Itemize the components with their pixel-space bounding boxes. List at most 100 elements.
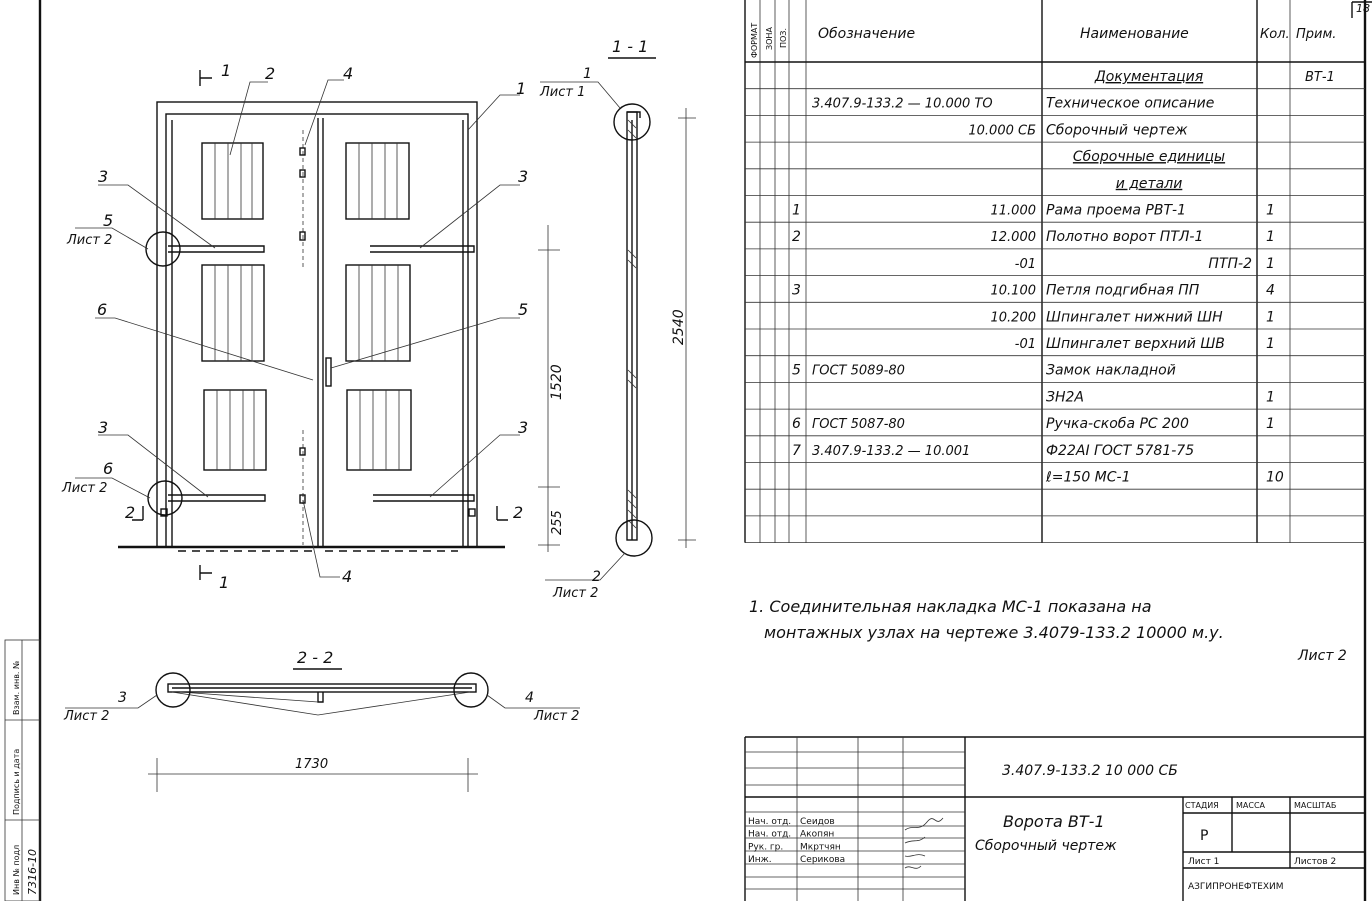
- signature-role: Рук. гр.: [748, 842, 783, 852]
- cell-name: ЗН2А: [1046, 389, 1084, 405]
- margin-stamp: Взам. инв. № Подпись и дата Инв № подл 7…: [4, 639, 41, 901]
- signature-row: Рук. гр. Мкртчян: [748, 842, 841, 852]
- callout-5-right: 5: [518, 300, 528, 319]
- callout-3-upper-left: 3: [98, 167, 108, 186]
- section-mark-1-top: 1: [221, 61, 231, 80]
- cell-qty: 1: [1266, 229, 1275, 245]
- sheet-corner-number: 18: [1356, 2, 1370, 15]
- scale-label: МАСШТАБ: [1294, 801, 1336, 810]
- cell-qty: 1: [1266, 256, 1275, 272]
- doc-number: 3.407.9-133.2 10 000 СБ: [1002, 763, 1178, 779]
- title-line-1: Ворота ВТ-1: [1003, 812, 1105, 831]
- section-2-2-right-callout: 4: [525, 690, 534, 706]
- signature-row: Нач. отд. Акопян: [748, 830, 834, 840]
- dim-2540: 2540: [671, 309, 687, 345]
- callout-4-bottom: 4: [342, 567, 352, 586]
- cell-qty: 4: [1266, 283, 1275, 299]
- stage-label: СТАДИЯ: [1185, 801, 1219, 810]
- table-row: 3 10.100 Петля подгибная ПП 4: [792, 283, 1275, 299]
- cell-designation: 3.407.9-133.2 — 10.000 ТО: [812, 97, 993, 112]
- stamp-vzam-inv: Взам. инв. №: [12, 660, 21, 715]
- section-2-2-left-ref: Лист 2: [63, 709, 109, 724]
- cell-designation: 10.100: [991, 284, 1037, 299]
- table-row: 7 3.407.9-133.2 — 10.001 Ф22АI ГОСТ 5781-7…: [792, 443, 1194, 459]
- dim-1730: 1730: [295, 757, 328, 772]
- organization: АЗГИПРОНЕФТЕХИМ: [1188, 882, 1283, 892]
- cell-qty: 1: [1266, 309, 1275, 325]
- signature-role: Нач. отд.: [748, 830, 791, 840]
- cell-designation: 11.000: [991, 204, 1037, 219]
- cell-pos: 3: [792, 283, 801, 299]
- signature-name: Мкртчян: [800, 842, 841, 852]
- table-row: Сборочные единицы: [1073, 149, 1225, 165]
- signature-name: Сеидов: [800, 817, 835, 827]
- cell-qty: 10: [1266, 470, 1284, 486]
- signature-row: Инж.Серикова: [748, 855, 845, 865]
- cell-qty: 1: [1266, 336, 1275, 352]
- section-mark-1-bottom: 1: [219, 573, 229, 592]
- cell-name: Ручка-скоба РС 200: [1046, 416, 1189, 432]
- table-row: ℓ=150 МС-1 10: [1045, 470, 1284, 486]
- cell-name: Шпингалет верхний ШВ: [1046, 336, 1225, 352]
- cell-designation: 3.407.9-133.2 — 10.001: [812, 444, 970, 459]
- cell-qty: 1: [1266, 389, 1275, 405]
- cell-pos: 6: [792, 416, 801, 432]
- signature-role: Нач. отд.: [748, 817, 791, 827]
- cell-name: и детали: [1116, 176, 1183, 192]
- cell-designation: -01: [1015, 337, 1036, 352]
- header-zone: ЗОНА: [765, 27, 774, 50]
- mass-label: МАССА: [1236, 801, 1266, 810]
- stamp-inv-podl: Инв № подл: [12, 845, 21, 895]
- note-line-1: 1. Соединительная накладка МС-1 показана…: [749, 597, 1152, 616]
- signature-name: Акопян: [800, 830, 834, 840]
- title-block: 3.407.9-133.2 10 000 СБ Ворота ВТ-1 Сбор…: [744, 736, 1365, 901]
- header-qty: Кол.: [1260, 27, 1290, 42]
- specification-table: ФОРМАТ ЗОНА ПОЗ. Обозначение Наименовани…: [744, 0, 1366, 543]
- cell-designation: -01: [1015, 257, 1036, 272]
- section-2-2-right-ref: Лист 2: [533, 709, 579, 724]
- cell-name: ℓ=150 МС-1: [1045, 470, 1131, 486]
- stamp-podpis-data: Подпись и дата: [12, 749, 21, 815]
- table-row: -01 ПТП-2 1: [1015, 256, 1275, 272]
- note-line-2: монтажных узлах на чертеже 3.4079-133.2 …: [764, 623, 1224, 642]
- dim-1520: 1520: [549, 364, 565, 400]
- header-designation: Обозначение: [818, 26, 915, 42]
- header-note: Прим.: [1296, 27, 1336, 42]
- cell-designation: 12.000: [991, 230, 1037, 245]
- header-name: Наименование: [1080, 26, 1189, 42]
- callout-3-lower-left: 3: [98, 418, 108, 437]
- section-2-2-title: 2 - 2: [297, 648, 333, 667]
- sheet-ref-left-lower: Лист 2: [61, 481, 107, 496]
- cell-qty: 1: [1266, 416, 1275, 432]
- table-row: ЗН2А 1: [1046, 389, 1275, 405]
- cell-name: Сборочные единицы: [1073, 149, 1225, 165]
- section-mark-2-right: 2: [513, 503, 523, 522]
- callout-3-upper-right: 3: [518, 167, 528, 186]
- sheets-total: Листов 2: [1294, 857, 1336, 867]
- cell-name: Ф22АI ГОСТ 5781-75: [1046, 443, 1194, 459]
- stage-value: Р: [1200, 828, 1208, 844]
- section-1-1-top-ref: Лист 1: [539, 85, 585, 100]
- cell-note: ВТ-1: [1305, 70, 1335, 85]
- title-line-2: Сборочный чертеж: [975, 838, 1117, 854]
- cell-name: ПТП-2: [1208, 256, 1252, 272]
- cell-designation: ГОСТ 5089-80: [812, 364, 905, 379]
- table-row: и детали: [1116, 176, 1183, 192]
- signature-scribbles: [904, 817, 944, 869]
- section-1-1: 1 - 1 1 Лист 1 2 Лист 2 2540 1520 255: [538, 37, 696, 601]
- callout-6-left: 6: [103, 459, 113, 478]
- header-format: ФОРМАТ: [750, 23, 759, 58]
- stamp-number: 7316-10: [26, 849, 39, 895]
- section-1-1-bottom-ref: Лист 2: [552, 586, 598, 601]
- table-row: Документация ВТ-1: [1094, 69, 1335, 85]
- cell-pos: 7: [792, 443, 801, 459]
- cell-name: Документация: [1094, 69, 1203, 85]
- callout-6-mid: 6: [97, 300, 107, 319]
- cell-pos: 1: [792, 203, 801, 219]
- callout-3-lower-right: 3: [518, 418, 528, 437]
- cell-name: Петля подгибная ПП: [1046, 283, 1200, 299]
